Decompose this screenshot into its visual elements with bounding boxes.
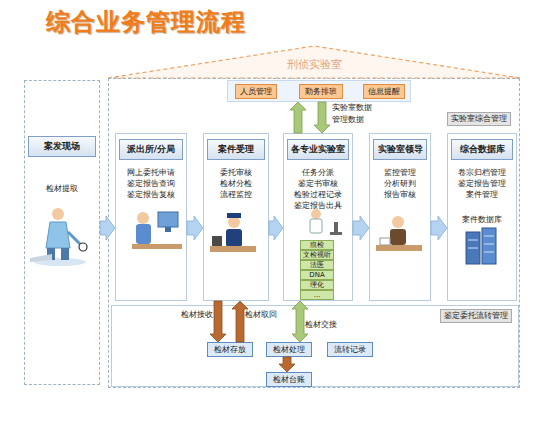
flow-arrow <box>269 216 283 240</box>
roof <box>108 46 520 78</box>
leader-figure <box>376 216 422 251</box>
flow-arrow <box>431 216 447 240</box>
node-title: 综合数据库 <box>451 139 513 160</box>
transfer-band: 鉴定委托流转管理检材存放 检材处理 流转记录检材台账 <box>111 305 519 387</box>
edge-label: 检材交接 <box>305 320 337 330</box>
function-box: 勤务排班 <box>299 84 343 99</box>
node-title: 案发现场 <box>28 136 96 157</box>
node-text: 网上委托申请 鉴定报告查询 鉴定报告复核 <box>127 167 175 200</box>
node-title: 理化 <box>301 281 333 289</box>
material-box: 流转记录 <box>327 342 373 357</box>
crime-scene-figure <box>30 208 87 266</box>
diagram-title: 综合业务管理流程 <box>46 6 246 38</box>
material-box: 检材处理 <box>266 342 312 357</box>
material-box: 检材存放 <box>207 342 253 357</box>
node-title: 勤务排班 <box>300 85 342 98</box>
node-text: 任务分派 鉴定书审核 检验过程记录 鉴定报告出具 <box>294 167 342 211</box>
node-title: 派出所/分局 <box>119 139 183 160</box>
process-column: 各专业实验室任务分派 鉴定书审核 检验过程记录 鉴定报告出具痕检文检视听法医 DN… <box>283 133 353 301</box>
process-column: 实验室领导监控管理 分析研判 报告审核 <box>369 133 431 301</box>
police-station-figure <box>132 212 182 249</box>
flow-arrow <box>210 301 226 342</box>
node-title: 检材处理 <box>267 343 311 356</box>
lab-type-cell: 痕检 <box>300 240 334 250</box>
management-band: 实验室综合管理人员管理勤务排班信息提醒 <box>227 80 411 102</box>
flow-arrow <box>232 301 248 342</box>
edge-label: 检材取回 <box>245 310 277 320</box>
node-title: 流转记录 <box>328 343 372 356</box>
node-title: DNA <box>301 271 333 279</box>
node-text: 案件数据库 <box>462 214 502 225</box>
flow-arrow <box>279 357 295 372</box>
process-column: 综合数据库卷宗归档管理 鉴定报告管理 案件管理案件数据库 <box>447 133 517 301</box>
edge-label: 管理数据 <box>332 115 364 125</box>
node-title: 案件受理 <box>207 139 265 160</box>
node-title: 刑侦实验室 <box>109 57 519 72</box>
lab-type-cell: 文检视听 <box>300 250 334 260</box>
node-text: 委托审核 检材分检 流程监控 <box>220 167 252 200</box>
node-title: 各专业实验室 <box>287 139 349 160</box>
edge-label: 实验室数据 <box>332 103 372 113</box>
node-text: 监控管理 分析研判 报告审核 <box>384 167 416 200</box>
flow-arrow <box>187 216 203 240</box>
node-title: 人员管理 <box>236 85 276 98</box>
node-title: 痕检 <box>301 241 333 249</box>
node-title: 实验室领导 <box>373 139 427 160</box>
lab-type-cell: 理化 <box>300 280 334 290</box>
lab-type-cell: ... <box>300 290 334 300</box>
flow-arrow <box>290 102 306 133</box>
lab-type-cell: DNA <box>300 270 334 280</box>
database-servers <box>466 228 496 264</box>
function-box: 信息提醒 <box>363 84 405 99</box>
scene-column: 案发现场检材提取 <box>24 80 100 385</box>
flow-arrow <box>353 216 369 240</box>
material-box: 检材台账 <box>266 372 312 387</box>
node-title: 检材台账 <box>267 373 311 386</box>
process-column: 派出所/分局网上委托申请 鉴定报告查询 鉴定报告复核 <box>115 133 187 301</box>
lab-boundary: 刑侦实验室实验室综合管理人员管理勤务排班信息提醒派出所/分局网上委托申请 鉴定报… <box>108 78 520 388</box>
police-officer-figure <box>210 213 256 252</box>
node-text: 卷宗归档管理 鉴定报告管理 案件管理 <box>458 167 506 200</box>
flow-arrow <box>100 216 115 240</box>
node-title: 法医 <box>301 261 333 269</box>
lab-type-cell: 法医 <box>300 260 334 270</box>
node-title: ... <box>301 291 333 299</box>
flow-arrow <box>314 102 330 133</box>
node-title: 文检视听 <box>301 251 333 259</box>
node-text: 检材提取 <box>46 183 78 194</box>
node-title: 信息提醒 <box>364 85 404 98</box>
edge-label: 检材接收 <box>181 310 213 320</box>
node-title: 实验室综合管理 <box>447 112 511 126</box>
lab-worker-figure <box>310 209 342 235</box>
node-title: 检材存放 <box>208 343 252 356</box>
function-box: 人员管理 <box>235 84 277 99</box>
node-title: 鉴定委托流转管理 <box>440 309 512 323</box>
process-column: 案件受理委托审核 检材分检 流程监控 <box>203 133 269 301</box>
